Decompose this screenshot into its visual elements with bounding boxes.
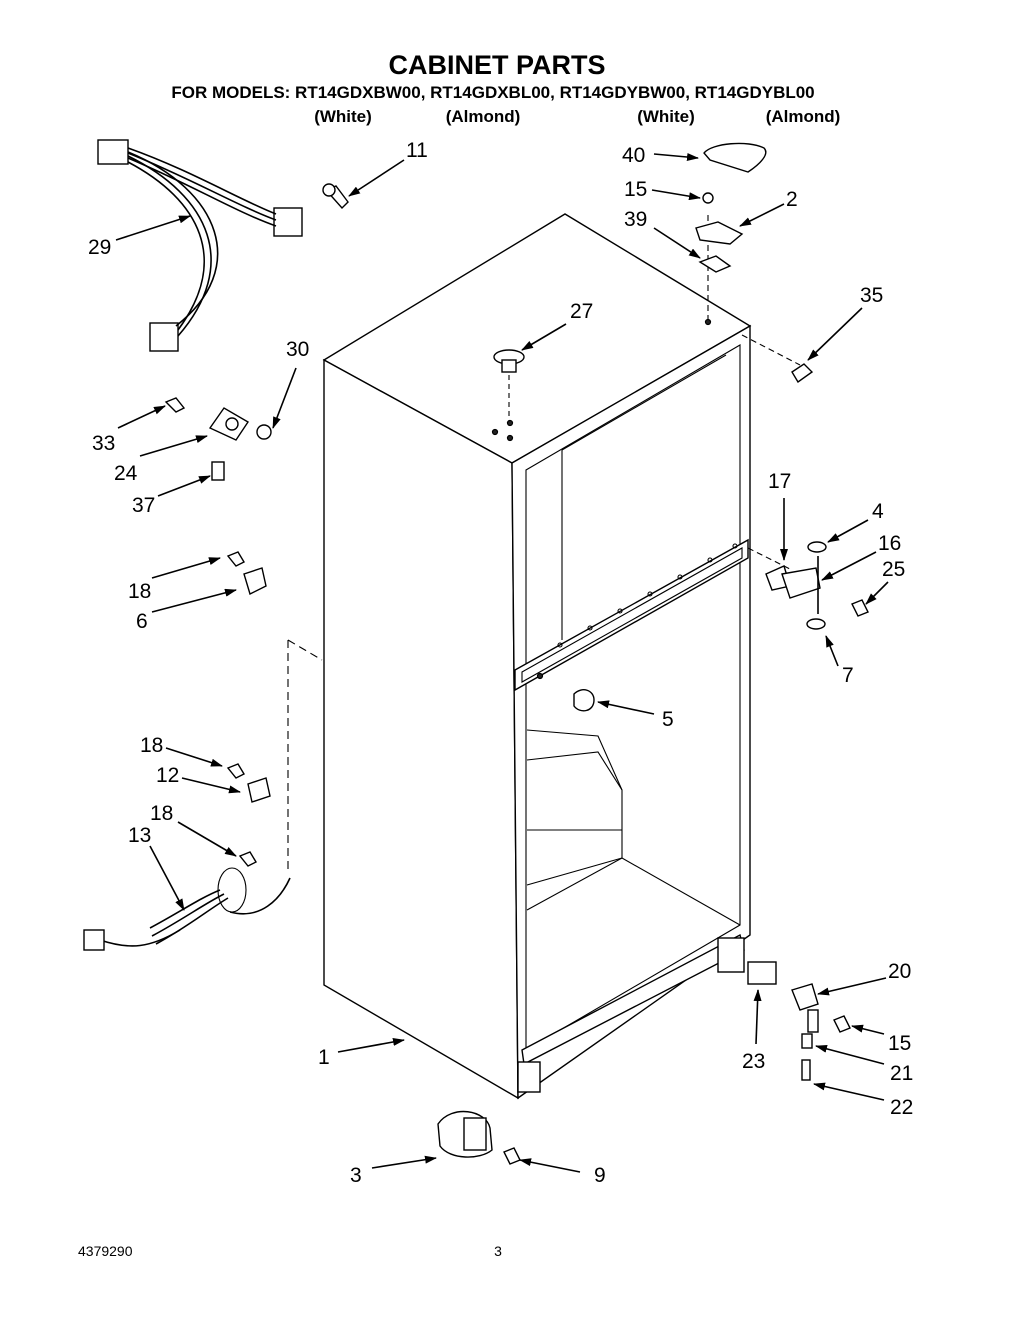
part-label-16: 16 xyxy=(878,532,901,555)
part-label-18-c: 18 xyxy=(150,802,173,825)
color-label-3: (White) xyxy=(637,107,695,126)
callouts: 11 29 30 33 24 37 18 6 18 12 18 13 1 3 9… xyxy=(88,139,913,1187)
cabinet-drawing xyxy=(287,213,801,1100)
models-line: FOR MODELS: RT14GDXBW00, RT14GDXBL00, RT… xyxy=(171,83,814,102)
part-label-18-a: 18 xyxy=(128,580,151,603)
part-label-39: 39 xyxy=(624,208,647,231)
center-hinge-parts xyxy=(573,541,869,712)
part-label-2: 2 xyxy=(786,188,798,211)
part-label-6: 6 xyxy=(136,610,148,633)
part-label-30: 30 xyxy=(286,338,309,361)
part-label-29: 29 xyxy=(88,236,111,259)
plug-part-27 xyxy=(493,349,525,373)
clamp-part-12 xyxy=(226,763,271,803)
page-number: 3 xyxy=(494,1243,502,1259)
part-label-1: 1 xyxy=(318,1046,330,1069)
clamp-part-6 xyxy=(226,551,267,595)
part-label-3: 3 xyxy=(350,1164,362,1187)
part-label-20: 20 xyxy=(888,960,911,983)
wire-harness-part xyxy=(97,139,303,352)
part-label-22: 22 xyxy=(890,1096,913,1119)
part-label-4: 4 xyxy=(872,500,884,523)
part-label-12: 12 xyxy=(156,764,179,787)
power-cord-part-13 xyxy=(83,851,291,951)
part-label-27: 27 xyxy=(570,300,593,323)
color-label-4: (Almond) xyxy=(766,107,841,126)
part-label-17: 17 xyxy=(768,470,791,493)
doc-number: 4379290 xyxy=(78,1243,133,1259)
part-label-24: 24 xyxy=(114,462,138,485)
part-label-7: 7 xyxy=(842,664,854,687)
leg-part-3 xyxy=(437,1110,521,1165)
part-label-40: 40 xyxy=(622,144,645,167)
part-label-23: 23 xyxy=(742,1050,765,1073)
bracket-part-24 xyxy=(164,397,272,481)
part-label-15-a: 15 xyxy=(624,178,647,201)
shim-part-35 xyxy=(791,363,814,384)
part-label-13: 13 xyxy=(128,824,151,847)
color-label-2: (Almond) xyxy=(446,107,521,126)
color-label-1: (White) xyxy=(314,107,372,126)
part-label-21: 21 xyxy=(890,1062,913,1085)
bottom-hinge-parts xyxy=(747,961,851,1081)
top-hinge-part-2 xyxy=(695,192,744,273)
hinge-cover-part-40 xyxy=(703,142,767,173)
page-title: CABINET PARTS xyxy=(388,50,605,80)
part-label-35: 35 xyxy=(860,284,883,307)
screw-part-11 xyxy=(322,183,349,210)
part-label-5: 5 xyxy=(662,708,674,731)
part-label-18-b: 18 xyxy=(140,734,163,757)
part-label-37: 37 xyxy=(132,494,155,517)
part-label-15-b: 15 xyxy=(888,1032,911,1055)
part-label-25: 25 xyxy=(882,558,905,581)
part-label-11: 11 xyxy=(406,139,428,162)
part-label-33: 33 xyxy=(92,432,115,455)
part-label-9: 9 xyxy=(594,1164,606,1187)
